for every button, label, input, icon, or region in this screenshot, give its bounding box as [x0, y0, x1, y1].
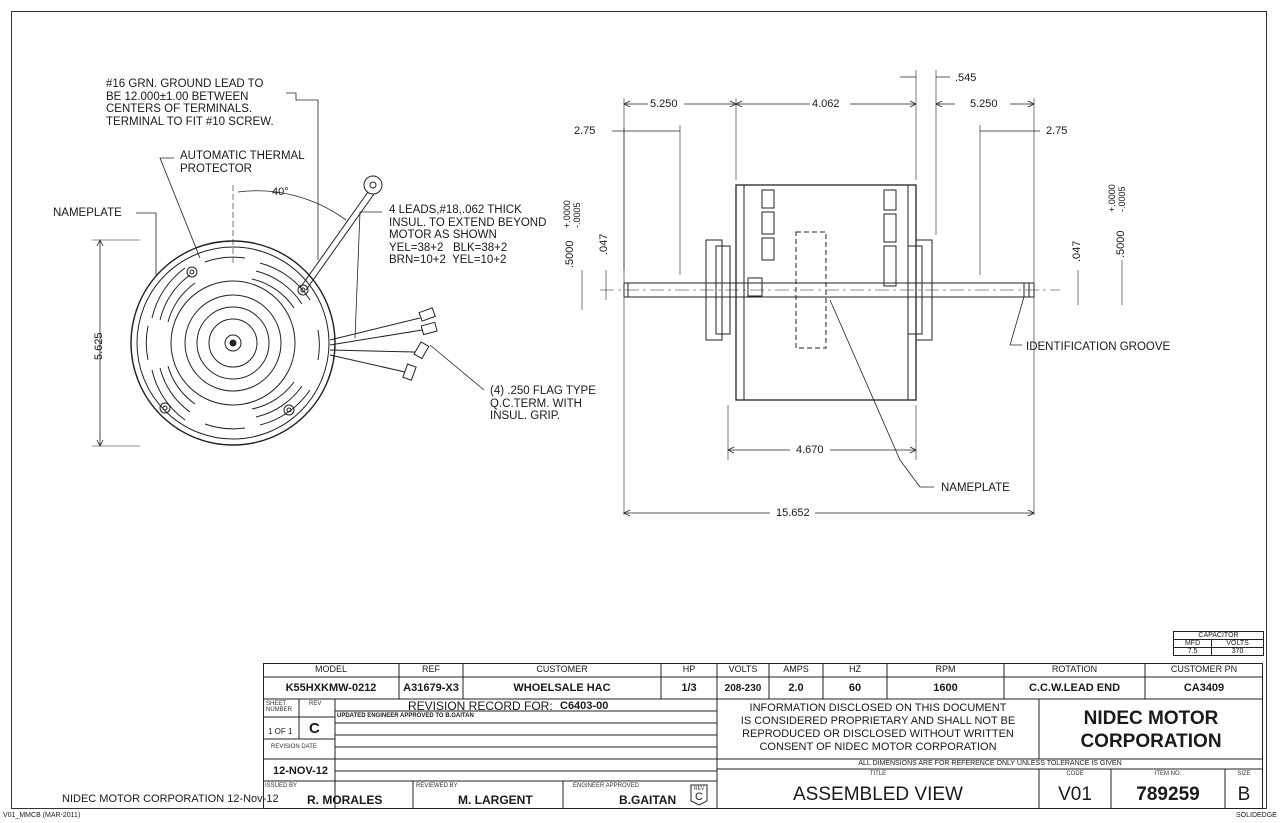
code-label: CODE: [1066, 771, 1084, 777]
rev-value: C: [309, 720, 320, 737]
reviewed-by-label: REVIEWED BY: [416, 783, 458, 789]
shaft-diameter-left: .5000: [564, 240, 576, 268]
size-label: SIZE: [1237, 771, 1251, 777]
sheet-value: 1 OF 1: [268, 727, 293, 736]
capacitor-mfd: 7.5: [1172, 647, 1213, 656]
header-customer-pn: CUSTOMER PN: [1170, 664, 1238, 674]
reviewed-by-value: M. LARGENT: [458, 793, 533, 807]
rotation-value: C.C.W.LEAD END: [1028, 682, 1121, 694]
flat-left-dimension: 2.75: [574, 125, 596, 137]
item-no-label: ITEM NO.: [1154, 771, 1182, 777]
proprietary-disclaimer: INFORMATION DISCLOSED ON THIS DOCUMENT I…: [740, 702, 1016, 753]
model-value: K55HXKMW-0212: [285, 682, 377, 694]
customer-value: WHOELSALE HAC: [513, 682, 611, 694]
sheet-number-label: SHEET NUMBER: [266, 701, 293, 713]
rpm-value: 1600: [933, 682, 958, 694]
item-no-value: 789259: [1136, 784, 1200, 805]
ref-value: A31679-X3: [403, 682, 459, 694]
revision-record-number: C6403-00: [560, 700, 609, 712]
angle-dimension: 40°: [272, 186, 289, 198]
header-amps: AMPS: [783, 664, 809, 674]
size-value: B: [1237, 784, 1251, 805]
flat-right-dimension: 2.75: [1046, 125, 1068, 137]
capacitor-table: CAPACITOR MFD VOLTS 7.5 370: [1172, 631, 1264, 656]
side-view: [600, 184, 1060, 401]
nameplate-note-right: NAMEPLATE: [941, 482, 1010, 494]
drawing-title: ASSEMBLED VIEW: [793, 784, 963, 805]
title-block: MODEL REF CUSTOMER HP VOLTS AMPS HZ RPM …: [263, 663, 1263, 809]
header-hz: HZ: [849, 664, 861, 674]
volts-value: 208-230: [724, 683, 762, 694]
code-value: V01: [1058, 784, 1092, 805]
thermal-protector-note: AUTOMATIC THERMAL PROTECTOR: [180, 150, 305, 175]
capacitor-title: CAPACITOR: [1173, 631, 1264, 640]
overall-length-dimension: 15.652: [776, 507, 810, 519]
header-customer: CUSTOMER: [536, 664, 588, 674]
dimensions-note: ALL DIMENSIONS ARE FOR REFERENCE ONLY UN…: [858, 760, 1122, 767]
footer-form-id: V01_MMCB (MAR-2011): [3, 812, 81, 819]
rev-badge-label: REV: [694, 786, 705, 792]
issued-by-value: R. MORALES: [307, 793, 383, 807]
revision-note: UPDATED ENGINEER APPROVED TO B.GAITAN: [337, 713, 474, 719]
footer-software: SOLIDEDGE: [1236, 812, 1277, 819]
rev-badge-value: C: [695, 791, 703, 803]
capacitor-volts: 370: [1211, 647, 1264, 656]
leads-note: 4 LEADS,#18,.062 THICK INSUL. TO EXTEND …: [389, 204, 547, 266]
engineer-approved-label: ENGINEER APPROVED: [573, 783, 640, 789]
header-rpm: RPM: [935, 664, 956, 674]
ground-lead-note: #16 GRN. GROUND LEAD TO BE 12.000±1.00 B…: [106, 78, 274, 128]
body-length-dimension: 4.062: [812, 98, 840, 110]
shaft-tolerance-left: +.0000 -.0005: [562, 200, 582, 228]
title-block-grid: [263, 663, 1263, 809]
header-volts: VOLTS: [728, 664, 758, 674]
amps-value: 2.0: [788, 682, 804, 694]
header-model: MODEL: [314, 664, 347, 674]
shaft-diameter-right: .5000: [1115, 230, 1127, 258]
customer-pn-value: CA3409: [1183, 682, 1225, 694]
flat-depth-right: .047: [1071, 240, 1083, 262]
engineer-approved-value: B.GAITAN: [619, 793, 677, 807]
header-rotation: ROTATION: [1051, 664, 1098, 674]
shaft-tolerance-right: +.0000 -.0005: [1107, 184, 1127, 212]
header-ref: REF: [422, 664, 440, 674]
height-dimension: 5.625: [93, 332, 105, 360]
title-label: TITLE: [869, 771, 887, 777]
collar-dimension: .545: [955, 72, 977, 84]
footer-company-date: NIDEC MOTOR CORPORATION 12-Nov-12: [62, 793, 279, 805]
nameplate-note-left: NAMEPLATE: [53, 207, 122, 219]
revision-date-value: 12-NOV-12: [273, 765, 329, 777]
flat-depth-left: .047: [598, 233, 610, 255]
revision-record-label: REVISION RECORD FOR:: [408, 699, 553, 713]
hp-value: 1/3: [681, 682, 697, 694]
capacitor-volts-label: VOLTS: [1211, 639, 1264, 648]
header-hp: HP: [682, 664, 696, 674]
shaft-extension-left-dimension: 5.250: [650, 98, 678, 110]
flag-terminal-note: (4) .250 FLAG TYPE Q.C.TERM. WITH INSUL.…: [490, 385, 596, 422]
capacitor-mfd-label: MFD: [1172, 639, 1213, 648]
hz-value: 60: [848, 682, 862, 694]
rev-label: REV: [309, 701, 322, 707]
shaft-extension-right-dimension: 5.250: [970, 98, 998, 110]
issued-by-label: ISSUED BY: [265, 783, 298, 789]
shell-length-dimension: 4.670: [796, 444, 824, 456]
identification-groove-note: IDENTIFICATION GROOVE: [1026, 341, 1171, 353]
company-name: NIDEC MOTOR CORPORATION: [1080, 708, 1222, 752]
revision-date-label: REVISION DATE: [271, 744, 317, 750]
